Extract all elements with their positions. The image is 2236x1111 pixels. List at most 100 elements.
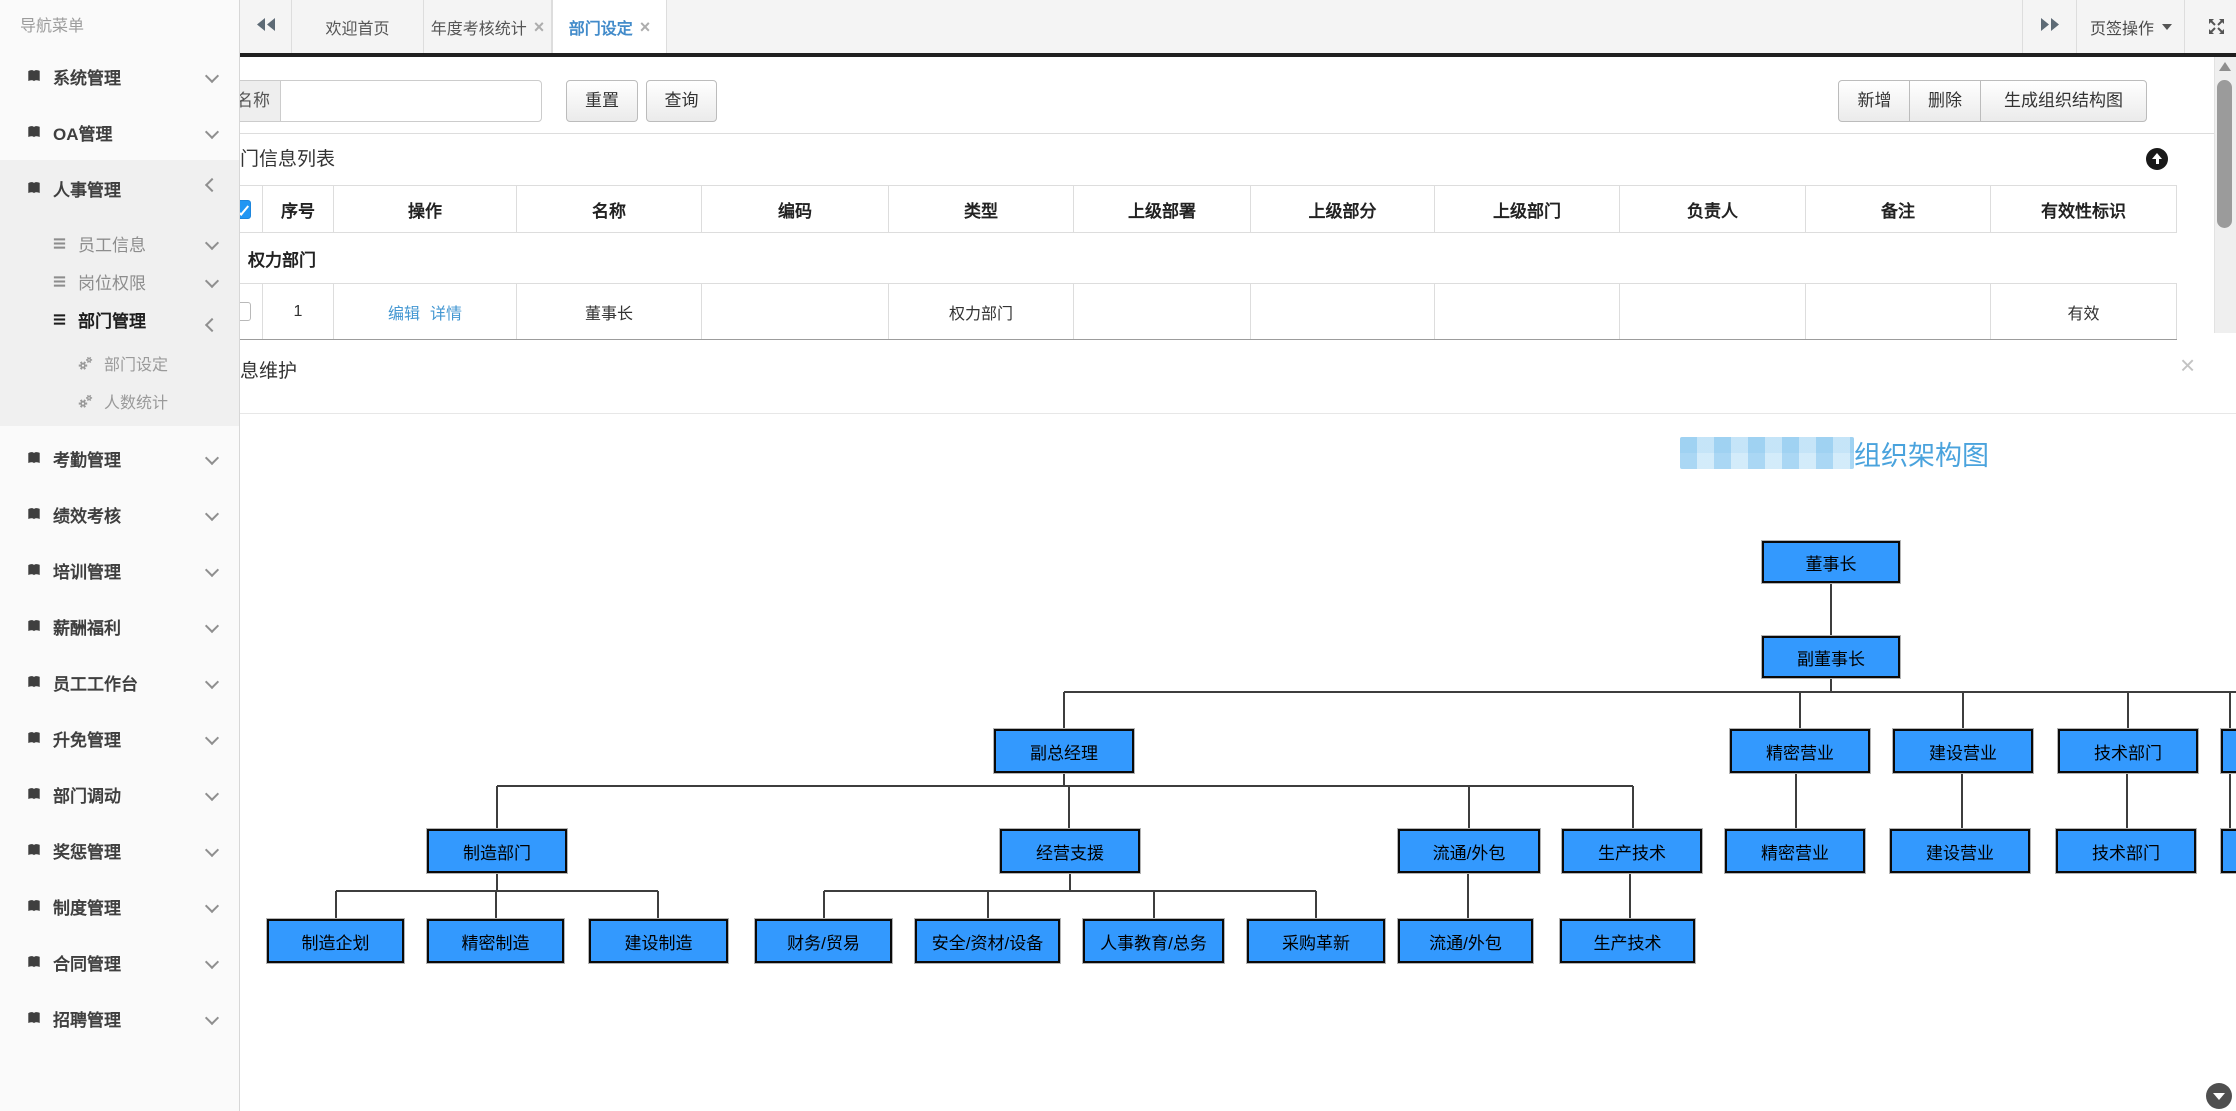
org-node: 制造企划 <box>267 919 404 963</box>
sidebar-item-contract[interactable]: 合同管理 <box>0 934 239 990</box>
add-button[interactable]: 新增 <box>1838 80 1911 122</box>
org-node: 董事长 <box>1762 541 1900 583</box>
chevron-left-icon <box>204 450 220 466</box>
column-header: 上级部署 <box>1074 186 1251 232</box>
group-row: 权力部门 <box>150 233 2177 284</box>
gears-icon <box>78 394 93 409</box>
panel-divider <box>150 133 2236 134</box>
double-arrow-right-icon <box>2040 17 2060 37</box>
table-cell: 董事长 <box>517 284 702 339</box>
sidebar-item-label: 升免管理 <box>53 730 121 750</box>
sidebar-item-reward[interactable]: 奖惩管理 <box>0 822 239 878</box>
tab-operations-label: 页签操作 <box>2089 20 2154 38</box>
sidebar-item-training[interactable]: 培训管理 <box>0 542 239 598</box>
org-chart-company-name-redacted <box>1680 437 1854 469</box>
scrollbar-thumb[interactable] <box>2217 80 2232 228</box>
table-cell: 1 <box>263 284 334 339</box>
close-tab-icon[interactable]: × <box>639 16 651 37</box>
book-icon <box>26 730 42 746</box>
org-node: 经营支援 <box>1000 829 1140 873</box>
org-node: 建设营业 <box>1890 829 2030 873</box>
book-icon <box>26 674 42 690</box>
tab-department-setting[interactable]: 部门设定× <box>552 0 667 53</box>
book-icon <box>26 842 42 858</box>
sidebar-item-dept-management[interactable]: 部门管理 <box>0 300 239 338</box>
book-icon <box>26 1010 42 1026</box>
sidebar-item-post-permission[interactable]: 岗位权限 <box>0 262 239 300</box>
sidebar-item-attendance[interactable]: 考勤管理 <box>0 430 239 486</box>
sidebar-item-label: 招聘管理 <box>53 1010 121 1030</box>
edit-link[interactable]: 编辑 <box>387 305 420 323</box>
table-cell: 权力部门 <box>889 284 1074 339</box>
chevron-left-icon <box>204 618 220 634</box>
tab-welcome[interactable]: 欢迎首页 <box>292 0 424 53</box>
chevron-left-icon <box>204 786 220 802</box>
sidebar-item-transfer[interactable]: 部门调动 <box>0 766 239 822</box>
sidebar-item-hr[interactable]: 人事管理 <box>0 160 239 216</box>
tab-operations-dropdown[interactable]: 页签操作 <box>2078 0 2185 53</box>
generate-org-chart-button[interactable]: 生成组织结构图 <box>1980 80 2147 122</box>
double-arrow-left-icon <box>256 17 276 37</box>
org-node: 建设营业 <box>1893 729 2033 773</box>
sidebar-item-dept-setting[interactable]: 部门设定 <box>0 344 239 382</box>
org-node <box>2221 729 2236 773</box>
sidebar-item-label: 部门调动 <box>53 786 121 806</box>
list-icon <box>52 274 67 289</box>
tab-annual-assessment-stats[interactable]: 年度考核统计 × <box>424 0 552 53</box>
collapse-panel-icon[interactable] <box>2146 148 2168 170</box>
sidebar-item-employee-info[interactable]: 员工信息 <box>0 224 239 262</box>
reset-button[interactable]: 重置 <box>566 80 638 122</box>
search-button[interactable]: 查询 <box>646 80 717 122</box>
tabs-scroll-right-button[interactable] <box>2022 0 2077 53</box>
book-icon <box>26 506 42 522</box>
close-panel-icon[interactable]: × <box>2180 350 2196 380</box>
table-header-row: 序号操作名称编码类型上级部署上级部分上级部门负责人备注有效性标识 <box>150 185 2177 233</box>
org-node <box>2221 829 2236 873</box>
sidebar-item-label: 培训管理 <box>53 562 121 582</box>
org-node: 流通/外包 <box>1398 829 1540 873</box>
sidebar-item-system[interactable]: 系统管理 <box>0 48 239 104</box>
sidebar-item-headcount-stats[interactable]: 人数统计 <box>0 382 239 420</box>
sidebar-item-oa[interactable]: OA管理 <box>0 104 239 160</box>
org-node: 财务/贸易 <box>755 919 892 963</box>
org-node: 生产技术 <box>1560 919 1695 963</box>
column-header: 上级部门 <box>1435 186 1620 232</box>
column-header: 名称 <box>517 186 702 232</box>
scroll-bottom-button[interactable] <box>2206 1083 2232 1109</box>
scroll-up-arrow[interactable] <box>2219 62 2231 71</box>
sidebar-group-hr: 人事管理员工信息岗位权限部门管理部门设定人数统计 <box>0 160 239 426</box>
sidebar-item-label: 制度管理 <box>53 898 121 918</box>
sidebar-item-label: 系统管理 <box>53 68 121 88</box>
chevron-left-icon <box>204 954 220 970</box>
detail-link[interactable]: 详情 <box>430 305 463 323</box>
sidebar-item-salary[interactable]: 薪酬福利 <box>0 598 239 654</box>
table-cell <box>702 284 889 339</box>
book-icon <box>26 68 42 84</box>
table-row[interactable]: 1 编辑详情 董事长 权力部门 有效 <box>150 284 2177 340</box>
delete-button[interactable]: 删除 <box>1909 80 1981 122</box>
book-icon <box>26 786 42 802</box>
tabs-scroll-left-button[interactable] <box>240 0 292 53</box>
fullscreen-icon[interactable] <box>2196 0 2236 53</box>
sidebar-item-workbench[interactable]: 员工工作台 <box>0 654 239 710</box>
chevron-left-icon <box>204 124 220 140</box>
name-input[interactable] <box>280 80 542 122</box>
sidebar-item-performance[interactable]: 绩效考核 <box>0 486 239 542</box>
sidebar-item-label: 薪酬福利 <box>53 618 121 638</box>
sidebar-item-promotion[interactable]: 升免管理 <box>0 710 239 766</box>
table-cell: 有效 <box>1991 284 2177 339</box>
sidebar-item-label: 岗位权限 <box>78 273 146 293</box>
sidebar-item-label: 部门设定 <box>104 357 169 374</box>
chevron-left-icon <box>204 235 220 251</box>
sidebar-item-policy[interactable]: 制度管理 <box>0 878 239 934</box>
sidebar-item-label: 合同管理 <box>53 954 121 974</box>
sidebar-item-recruit[interactable]: 招聘管理 <box>0 990 239 1046</box>
close-tab-icon[interactable]: × <box>533 16 545 37</box>
group-row-label: 权力部门 <box>248 250 316 270</box>
panel-divider-2 <box>150 413 2236 414</box>
org-node: 采购革新 <box>1247 919 1385 963</box>
column-header: 编码 <box>702 186 889 232</box>
tab-label: 年度考核统计 <box>430 20 527 38</box>
org-node: 人事教育/总务 <box>1083 919 1224 963</box>
list-icon <box>52 312 67 327</box>
